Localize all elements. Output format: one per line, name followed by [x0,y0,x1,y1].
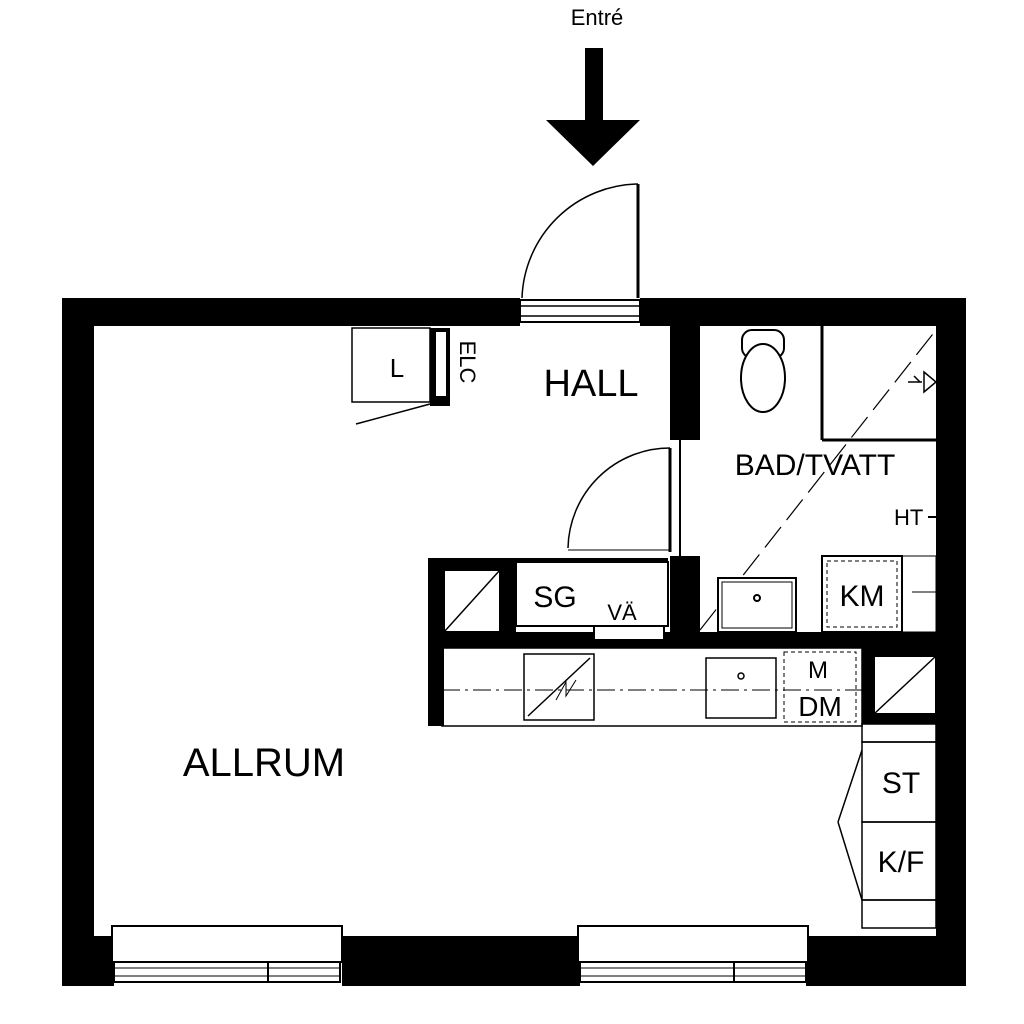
fridge-freezer-label: K/F [878,846,925,879]
electrical-cabinet [430,328,450,406]
heating-label: HT [894,505,923,530]
interior-walls [428,326,936,726]
entrance-door [519,183,641,323]
kitchen-counter [441,647,863,727]
washing-machine-label: KM [840,580,885,613]
entrance-arrow-icon [546,48,640,166]
shower-head-icon [908,370,938,394]
stove [523,653,595,721]
wall-cabinet [593,625,665,641]
entrance-label: Entré [571,5,624,30]
wardrobe [443,561,669,633]
bathroom-door [567,440,681,556]
shower [699,326,937,631]
kitchen-sink [705,657,777,719]
linen-closet [351,327,431,425]
wall-cabinet-label: VÄ [607,600,637,625]
outer-walls [62,298,966,986]
wardrobe-label: SG [533,581,576,614]
microwave-dishwasher [783,651,857,723]
toilet-icon [740,329,786,413]
window-left [111,925,343,983]
microwave-label: M [808,657,828,684]
window-right [577,925,809,983]
linen-closet-label: L [390,353,404,383]
corner-cabinet [873,655,937,715]
room-label-hall: HALL [543,363,638,405]
fridge-freezer [837,821,937,929]
washing-machine [821,555,937,633]
room-label-living: ALLRUM [183,741,345,785]
bathroom-sink [717,577,797,633]
storage-label: ST [882,767,920,800]
dishwasher-label: DM [798,691,842,722]
electrical-label: ELC [455,341,480,384]
room-label-bath: BAD/TVATT [735,449,896,482]
